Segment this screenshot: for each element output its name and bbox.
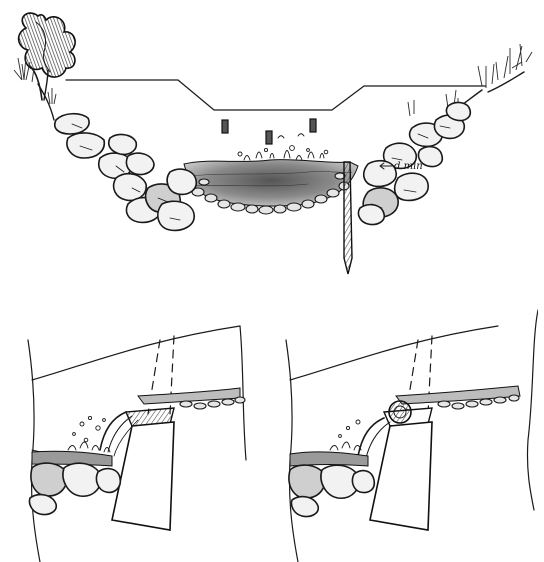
valley-profile-line xyxy=(66,80,486,110)
drop-wall-right xyxy=(370,422,432,530)
grass-tuft-right xyxy=(408,44,532,116)
cross-section-panel: d min xyxy=(8,8,538,280)
cross-section-drawing: d min xyxy=(8,8,538,280)
shrub-icon xyxy=(19,13,76,100)
splash-left xyxy=(68,416,110,452)
flow-markers xyxy=(222,119,316,144)
water-surface-splash xyxy=(238,134,328,160)
log-icon xyxy=(389,401,411,423)
downstream-rocks-left xyxy=(29,463,120,514)
weir-view-right xyxy=(286,310,538,562)
downstream-rocks-right xyxy=(289,465,374,516)
left-bank-rocks xyxy=(55,114,196,231)
sheet-pile xyxy=(344,162,352,274)
d-min-label: d min xyxy=(394,161,423,172)
drop-wall-left xyxy=(112,422,174,530)
splash-right xyxy=(330,420,361,450)
weir-detail-panel xyxy=(8,300,538,562)
weir-view-left xyxy=(28,326,246,562)
weir-detail-drawing xyxy=(8,300,538,562)
